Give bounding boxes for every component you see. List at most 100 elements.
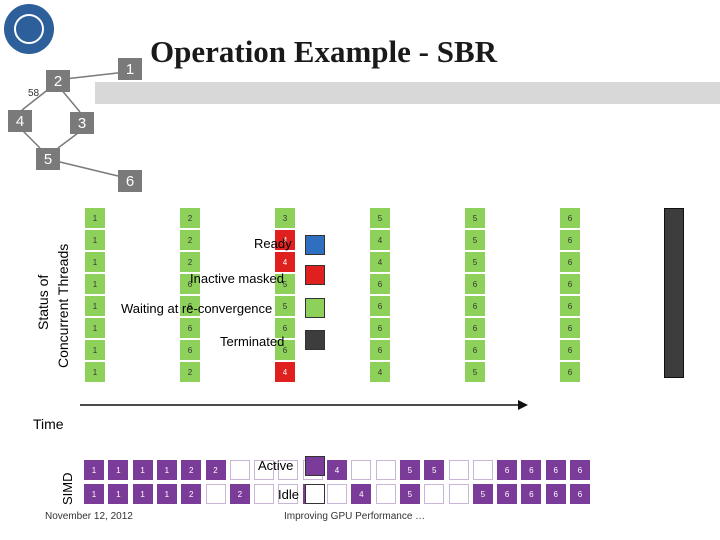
time-axis-label: Time	[33, 416, 64, 432]
simd-active-cell: 6	[570, 484, 590, 504]
simd-active-cell: 6	[521, 460, 542, 480]
legend-terminated-label: Terminated	[220, 334, 285, 349]
simd-active-cell: 1	[108, 484, 129, 504]
status-cell: 3	[275, 208, 295, 228]
status-cell: 6	[465, 318, 485, 338]
simd-idle-cell	[448, 460, 469, 480]
status-cell: 6	[370, 340, 390, 360]
status-cell: 2	[180, 252, 200, 272]
simd-idle-cell	[229, 460, 250, 480]
simd-active-cell: 6	[497, 460, 518, 480]
status-cell: 6	[275, 318, 295, 338]
cfg-node-1: 1	[118, 58, 142, 80]
status-cell: 6	[465, 274, 485, 294]
status-cell: 4	[370, 252, 390, 272]
simd-active-cell: 6	[497, 484, 518, 504]
status-cell: 1	[85, 230, 105, 250]
simd-active-cell: 4	[351, 484, 372, 504]
simd-active-cell: 4	[327, 460, 347, 480]
legend-ready-swatch	[305, 235, 325, 255]
legend-ready-label: Ready	[254, 236, 292, 251]
terminated-column	[664, 208, 684, 378]
simd-active-cell: 6	[570, 460, 590, 480]
status-cell: 4	[370, 362, 390, 382]
simd-active-cell: 2	[181, 484, 202, 504]
status-cell: 5	[465, 230, 485, 250]
legend-waiting-label: Waiting at re-convergence	[121, 301, 273, 316]
simd-active-cell: 5	[472, 484, 493, 504]
simd-active-cell: 1	[108, 460, 129, 480]
legend-active-label: Active	[258, 458, 294, 473]
status-cell: 4	[275, 362, 295, 382]
legend-idle-label: Idle	[278, 487, 299, 502]
status-cell: 6	[560, 252, 580, 272]
status-cell: 1	[85, 340, 105, 360]
simd-idle-cell	[205, 484, 226, 504]
status-cell: 5	[370, 208, 390, 228]
simd-idle-cell	[254, 460, 275, 480]
status-cell: 5	[275, 296, 295, 316]
status-cell: 1	[85, 318, 105, 338]
status-cell: 6	[560, 230, 580, 250]
status-cell: 6	[180, 274, 200, 294]
status-cell: 1	[85, 252, 105, 272]
simd-active-cell: 1	[132, 484, 153, 504]
status-cell: 2	[180, 230, 200, 250]
simd-idle-cell	[375, 460, 396, 480]
status-cell: 2	[180, 362, 200, 382]
status-cell: 6	[180, 340, 200, 360]
status-cell: 6	[465, 340, 485, 360]
status-cell: 1	[85, 362, 105, 382]
edge-2-4	[21, 87, 51, 111]
time-arrow	[80, 400, 528, 410]
status-cell: 4	[275, 252, 295, 272]
status-cell: 6	[560, 296, 580, 316]
simd-active-cell: 2	[229, 484, 250, 504]
status-cell: 1	[85, 296, 105, 316]
legend-idle-swatch	[305, 484, 325, 504]
simd-active-cell: 1	[84, 460, 104, 480]
simd-active-cell: 1	[156, 460, 177, 480]
cfg-node-6: 6	[118, 170, 142, 192]
status-cell: 5	[465, 208, 485, 228]
status-cell: 4	[275, 230, 295, 250]
simd-active-cell: 1	[132, 460, 153, 480]
simd-idle-cell	[351, 460, 372, 480]
simd-active-cell: 1	[84, 484, 104, 504]
status-cell: 6	[180, 296, 200, 316]
edge-2-3	[59, 87, 81, 113]
cfg-node-4: 4	[8, 110, 32, 132]
simd-idle-cell	[472, 460, 493, 480]
status-cell: 6	[560, 318, 580, 338]
simd-active-cell: 5	[424, 460, 445, 480]
logo-emblem-icon	[14, 14, 44, 44]
slide-number: 58	[28, 88, 40, 99]
simd-idle-cell	[278, 484, 299, 504]
edge-5-6	[59, 161, 119, 177]
status-cell: 6	[560, 208, 580, 228]
simd-active-cell: 5	[399, 460, 420, 480]
status-cell: 6	[275, 340, 295, 360]
simd-active-cell: 2	[181, 460, 202, 480]
status-cell: 6	[370, 296, 390, 316]
header-bar	[95, 82, 720, 104]
status-axis-label-line1: Status of	[35, 274, 51, 330]
legend-terminated-swatch	[305, 330, 325, 350]
legend-inactive-label: Inactive masked	[190, 271, 284, 286]
footer-title: Improving GPU Performance …	[284, 511, 426, 522]
status-cell: 6	[560, 340, 580, 360]
simd-active-cell: 6	[521, 484, 542, 504]
simd-active-cell: 6	[545, 460, 566, 480]
footer-date: November 12, 2012	[45, 511, 133, 522]
university-logo	[4, 4, 54, 54]
simd-idle-cell	[448, 484, 469, 504]
status-cell: 5	[465, 252, 485, 272]
status-cell: 1	[85, 208, 105, 228]
status-cell: 6	[370, 274, 390, 294]
status-cell: 1	[85, 274, 105, 294]
simd-idle-cell	[254, 484, 275, 504]
cfg-node-5: 5	[36, 148, 60, 170]
status-cell: 6	[465, 296, 485, 316]
status-cell: 6	[370, 318, 390, 338]
legend-inactive-swatch	[305, 265, 325, 285]
